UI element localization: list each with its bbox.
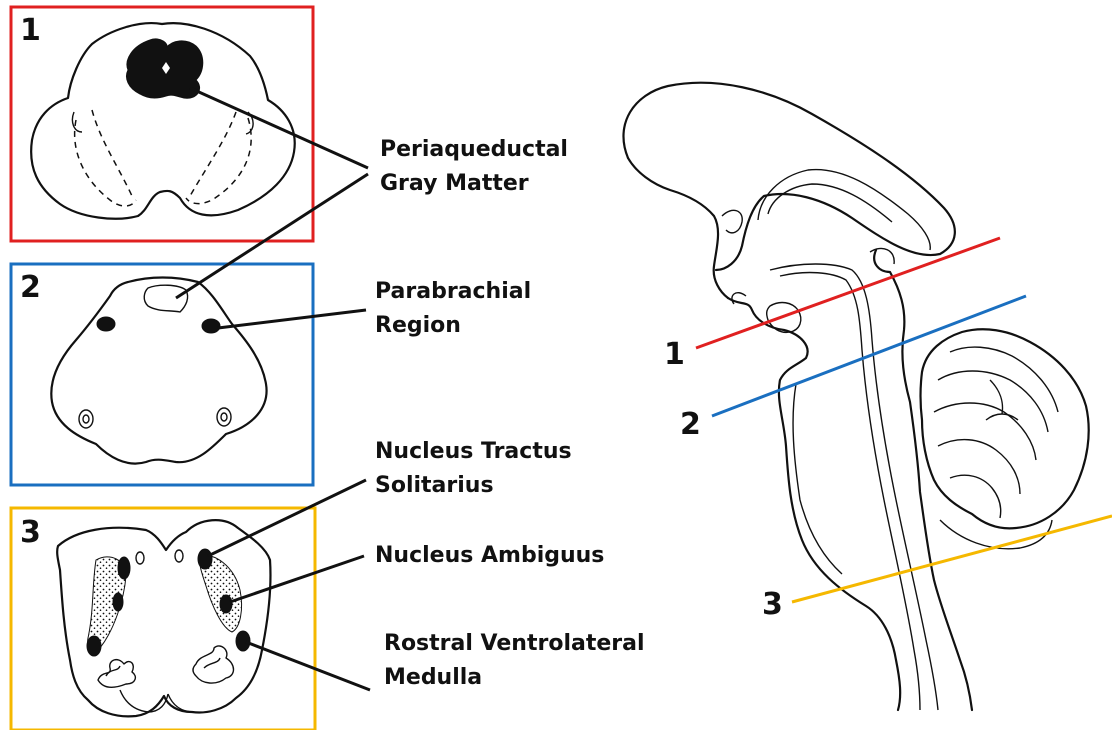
leader-pag-1 (190, 88, 368, 168)
midbrain-section (31, 23, 295, 219)
section-line-2-number: 2 (680, 407, 701, 442)
nts-marker (198, 549, 212, 569)
label-ambiguus: Nucleus Ambiguus (375, 543, 604, 568)
leader-rvlm (246, 642, 370, 690)
rvlm-marker (236, 631, 250, 651)
leader-ambiguus (230, 556, 364, 602)
label-parabrachial: Parabrachial Region (375, 279, 539, 338)
section-line-1-number: 1 (664, 337, 685, 372)
parabrachial-right (202, 319, 220, 333)
panel-2-frame (11, 264, 313, 485)
label-pag: Periaqueductal Gray Matter (380, 137, 576, 196)
leader-nts (208, 480, 366, 556)
panel-3-number: 3 (20, 515, 41, 550)
sagittal-brainstem (623, 83, 1088, 710)
pons-section (51, 278, 266, 464)
panel-1-number: 1 (20, 13, 41, 48)
leader-parabrachial (218, 310, 366, 328)
label-rvlm: Rostral Ventrolateral Medulla (384, 631, 652, 690)
label-nts: Nucleus Tractus Solitarius (375, 439, 579, 498)
leader-pag-2 (176, 174, 368, 298)
section-line-3-number: 3 (762, 587, 783, 622)
ambiguus-marker (220, 595, 232, 613)
section-line-3 (792, 516, 1112, 602)
medulla-section (57, 520, 270, 716)
parabrachial-left (97, 317, 115, 331)
panel-2-number: 2 (20, 270, 41, 305)
